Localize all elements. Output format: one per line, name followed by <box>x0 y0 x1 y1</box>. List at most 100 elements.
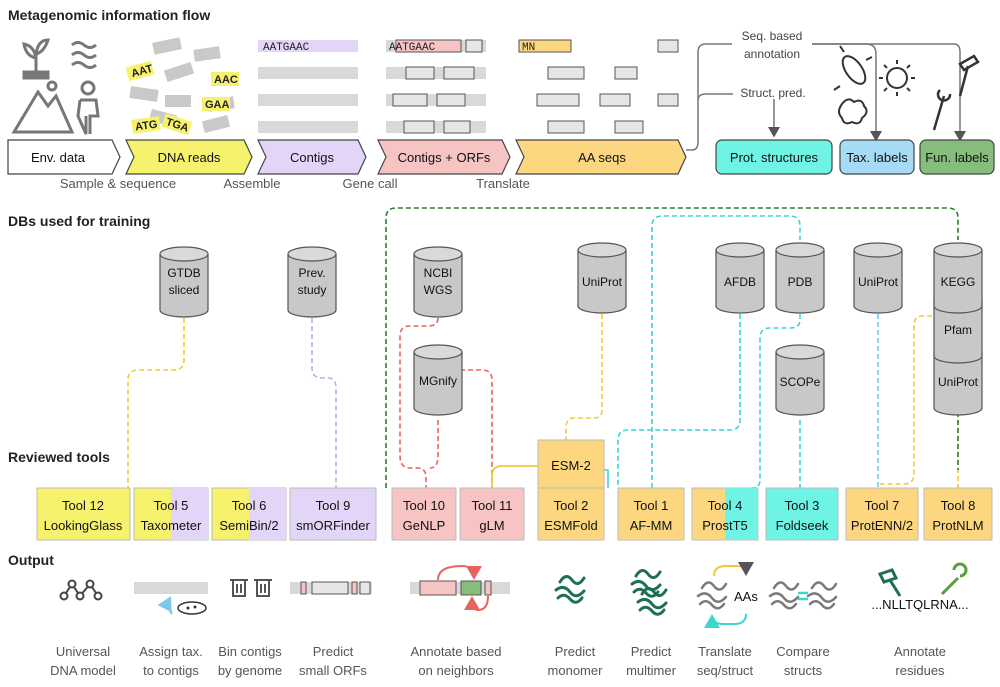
link-prev-tool9 <box>311 318 337 488</box>
neighbors-icon <box>410 564 510 612</box>
flow-box-structures <box>715 139 833 175</box>
tool-4-id: Tool 4 <box>708 498 743 513</box>
tool-4-fill <box>725 488 758 540</box>
db-uniprot-esm: UniProt <box>577 242 627 314</box>
aa-sequence: MN <box>522 42 535 54</box>
tool-3-name: Foldseek <box>776 518 829 533</box>
output-1-line1: Universal <box>56 644 110 659</box>
microbe-icon <box>833 45 915 125</box>
flow-label-orfs: Contigs + ORFs <box>398 150 491 165</box>
tool-7-box <box>845 487 919 541</box>
output-6-line1: Predict <box>555 644 596 659</box>
link-kegg-loop <box>385 207 959 488</box>
section-title-tools: Reviewed tools <box>8 449 110 465</box>
link-mgnify-tool10 <box>429 420 439 469</box>
orf-sequence: AATGAAC <box>389 42 436 54</box>
flow-box-aa <box>515 139 687 175</box>
tool-9-name: smORFinder <box>296 518 370 533</box>
flow-box-reads <box>125 139 253 175</box>
tool-1-box <box>617 487 685 541</box>
tool-9-box <box>289 487 377 541</box>
db-prev-line1: Prev. <box>298 266 325 280</box>
tool-7-id: Tool 7 <box>865 498 900 513</box>
tool-10-name: GeNLP <box>403 518 446 533</box>
residues-label: ...NLLTQLRNA... <box>871 597 968 612</box>
tool-1-id: Tool 1 <box>634 498 669 513</box>
contigs-illustration: AATGAAC <box>258 40 358 133</box>
tool-10-id: Tool 10 <box>403 498 445 513</box>
output-7-line2: multimer <box>626 663 677 678</box>
link-pdb-tool1 <box>651 215 801 488</box>
db-scope-line1: SCOPe <box>780 375 821 389</box>
flow-label-reads: DNA reads <box>158 150 221 165</box>
output-8-line2: seq/struct <box>697 663 754 678</box>
flow-label-contigs: Contigs <box>290 150 335 165</box>
db-mgnify: MGnify <box>413 344 463 416</box>
output-5-line2: on neighbors <box>418 663 494 678</box>
db-prev-study: Prev. study <box>287 246 337 318</box>
output-9-line1: Compare <box>776 644 829 659</box>
dna-reads-illustration: AAT AAC GAA ATG TGA <box>125 37 239 136</box>
compare-structs-icon <box>768 581 838 610</box>
hammer-icon <box>958 54 980 97</box>
flow-box-fun <box>919 139 995 175</box>
small-orfs-icon <box>290 581 372 595</box>
output-6-line2: monomer <box>548 663 604 678</box>
link-uniprot-esm <box>565 314 603 440</box>
section-title-flow: Metagenomic information flow <box>8 7 210 23</box>
link-afdb-tool1 <box>617 314 741 488</box>
tool-11-id: Tool 11 <box>472 498 513 513</box>
contig-sequence: AATGAAC <box>263 42 310 54</box>
output-10-line1: Annotate <box>894 644 946 659</box>
tool-7-name: ProtENN/2 <box>851 518 913 533</box>
read-aac: AAC <box>214 74 238 86</box>
flow-label-fun: Fun. labels <box>925 150 989 165</box>
output-8-line1: Translate <box>698 644 752 659</box>
db-pdb-line1: PDB <box>788 275 813 289</box>
read-atg: ATG <box>134 118 158 133</box>
network-icon <box>59 579 103 601</box>
trash-icon <box>230 579 272 597</box>
tool-2-id: Tool 2 <box>554 498 589 513</box>
db-pdb: PDB <box>775 242 825 314</box>
db-gtdb-line1: GTDB <box>167 266 200 280</box>
db-uniprot3-line1: UniProt <box>938 375 979 389</box>
link-esm-tool11 <box>491 465 538 488</box>
tool-12-box <box>36 487 131 541</box>
output-9-line2: structs <box>784 663 823 678</box>
tool-3-box <box>765 487 839 541</box>
flow-box-orfs <box>377 139 511 175</box>
output-5-line1: Annotate based <box>410 644 501 659</box>
db-scope: SCOPe <box>775 344 825 416</box>
tool-5-id: Tool 5 <box>154 498 189 513</box>
esm2-box <box>537 439 605 489</box>
esm2-label: ESM-2 <box>551 458 591 473</box>
flow-label-structures: Prot. structures <box>730 150 819 165</box>
db-ncbi-line1: NCBI <box>424 266 453 280</box>
db-pfam-line1: Pfam <box>944 323 972 337</box>
db-ncbi-line2: WGS <box>424 283 453 297</box>
read-gaa: GAA <box>205 99 230 111</box>
link-gtdb-tool12 <box>127 318 185 488</box>
db-uniprot-protenn: UniProt <box>853 242 903 314</box>
tool-2-name: ESMFold <box>544 518 597 533</box>
aa-seqs-illustration <box>518 39 679 134</box>
db-afdb: AFDB <box>715 242 765 314</box>
tool-11-box <box>459 487 525 541</box>
step-genecall: Gene call <box>343 176 398 191</box>
db-ncbi: NCBI WGS <box>413 246 463 318</box>
output-10-line2: residues <box>895 663 945 678</box>
tool-5-fill <box>171 488 208 540</box>
flow-label-aa: AA seqs <box>578 150 626 165</box>
annotation-branch-lines <box>686 43 966 151</box>
translate-icon: AAs <box>696 561 758 629</box>
tool-6-name: SemiBin/2 <box>219 518 278 533</box>
tool-12-id: Tool 12 <box>62 498 104 513</box>
aas-label: AAs <box>734 589 758 604</box>
mountain-icon <box>11 80 75 134</box>
step-translate: Translate <box>476 176 530 191</box>
hammer-output-icon <box>877 568 902 597</box>
tool-11-name: gLM <box>479 518 504 533</box>
person-icon <box>76 80 100 135</box>
branch-label-struct: Struct. pred. <box>740 86 805 100</box>
